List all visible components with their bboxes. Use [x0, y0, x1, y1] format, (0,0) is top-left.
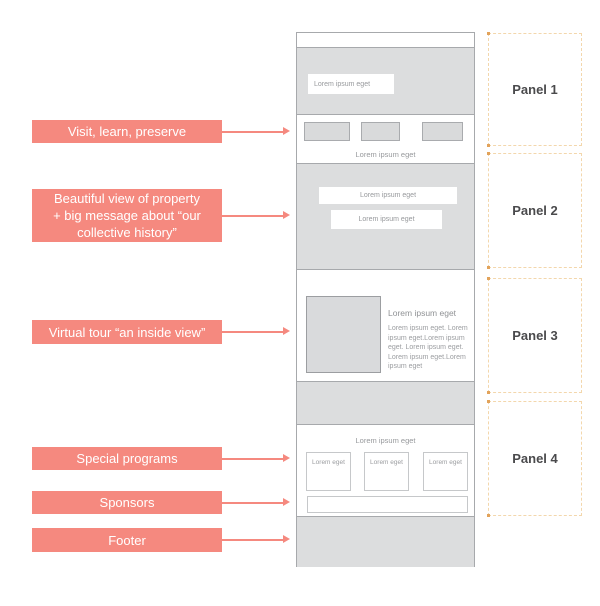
- panel-4-region: Panel 4: [487, 400, 582, 517]
- panel-label: Panel 4: [512, 451, 558, 466]
- connector-arrow-icon: [222, 498, 290, 507]
- callout-footer: Footer: [32, 528, 222, 552]
- panel-3-region: Panel 3: [487, 277, 582, 394]
- connector-arrow-icon: [222, 327, 290, 336]
- wireframe-band-section: [297, 381, 474, 424]
- programs-caption: Lorem ipsum eget: [355, 436, 416, 445]
- wireframe-tour-section: Lorem ipsum eget Lorem ipsum eget. Lorem…: [297, 269, 474, 381]
- callout-label: Beautiful view of property + big message…: [53, 191, 201, 240]
- wireframe-programs-section: Lorem ipsum eget Lorem eget Lorem eget L…: [297, 424, 474, 516]
- feature-thumbnail-box: [361, 122, 400, 141]
- sponsor-bar-placeholder: [307, 496, 468, 513]
- arrow-line: [222, 215, 283, 217]
- program-card: Lorem eget: [364, 452, 409, 491]
- message-box-label: Lorem ipsum eget: [359, 192, 417, 199]
- arrow-head-icon: [283, 535, 290, 543]
- arrow-head-icon: [283, 211, 290, 219]
- callout-special-programs: Special programs: [32, 447, 222, 470]
- tour-body-text: Lorem ipsum eget. Lorem ipsum eget.Lorem…: [388, 325, 468, 370]
- arrow-head-icon: [283, 127, 290, 135]
- wireframe-navbar-section: [297, 33, 474, 47]
- tour-heading: Lorem ipsum eget: [388, 308, 457, 318]
- callout-sponsors: Sponsors: [32, 491, 222, 514]
- program-card-label: Lorem eget: [312, 459, 345, 466]
- wireframe-footer-section: [297, 516, 474, 567]
- wireframe-features-section: Lorem ipsum eget: [297, 114, 474, 163]
- program-card-label: Lorem eget: [370, 459, 403, 466]
- message-box: Lorem ipsum eget: [319, 187, 457, 204]
- connector-arrow-icon: [222, 127, 290, 136]
- message-box-label: Lorem ipsum eget: [358, 216, 415, 223]
- panel-1-region: Panel 1: [487, 32, 582, 147]
- callout-label: Visit, learn, preserve: [67, 124, 187, 139]
- message-box: Lorem ipsum eget: [331, 210, 442, 229]
- arrow-line: [222, 539, 283, 541]
- program-card: Lorem eget: [306, 452, 351, 491]
- panel-label: Panel 1: [512, 82, 558, 97]
- hero-cta-box: Lorem ipsum eget: [308, 74, 394, 94]
- callout-label: Virtual tour “an inside view”: [48, 324, 206, 340]
- website-wireframe: Lorem ipsum eget Lorem ipsum eget Lorem …: [296, 32, 475, 567]
- arrow-head-icon: [283, 327, 290, 335]
- callout-beautiful-view: Beautiful view of property + big message…: [32, 189, 222, 242]
- arrow-line: [222, 458, 283, 460]
- connector-arrow-icon: [222, 211, 290, 220]
- wireframe-message-section: Lorem ipsum eget Lorem ipsum eget: [297, 163, 474, 269]
- callout-label: Footer: [108, 532, 146, 548]
- hero-cta-label: Lorem ipsum eget: [314, 80, 371, 88]
- feature-thumbnail-box: [304, 122, 350, 141]
- program-card: Lorem eget: [423, 452, 468, 491]
- panel-2-region: Panel 2: [487, 152, 582, 269]
- program-card-label: Lorem eget: [429, 459, 462, 466]
- tour-image-placeholder: [306, 296, 381, 373]
- connector-arrow-icon: [222, 454, 290, 463]
- panel-label: Panel 2: [512, 203, 558, 218]
- feature-thumbnail-box: [422, 122, 463, 141]
- callout-visit-learn-preserve: Visit, learn, preserve: [32, 120, 222, 143]
- callout-label: Sponsors: [99, 495, 155, 510]
- arrow-line: [222, 502, 283, 504]
- arrow-head-icon: [283, 498, 290, 506]
- arrow-head-icon: [283, 454, 290, 462]
- panel-label: Panel 3: [512, 328, 558, 343]
- callout-virtual-tour: Virtual tour “an inside view”: [32, 320, 222, 344]
- connector-arrow-icon: [222, 535, 290, 544]
- arrow-line: [222, 331, 283, 333]
- arrow-line: [222, 131, 283, 133]
- wireframe-hero-section: Lorem ipsum eget: [297, 47, 474, 114]
- callout-label: Special programs: [76, 451, 178, 466]
- features-caption: Lorem ipsum eget: [355, 150, 416, 159]
